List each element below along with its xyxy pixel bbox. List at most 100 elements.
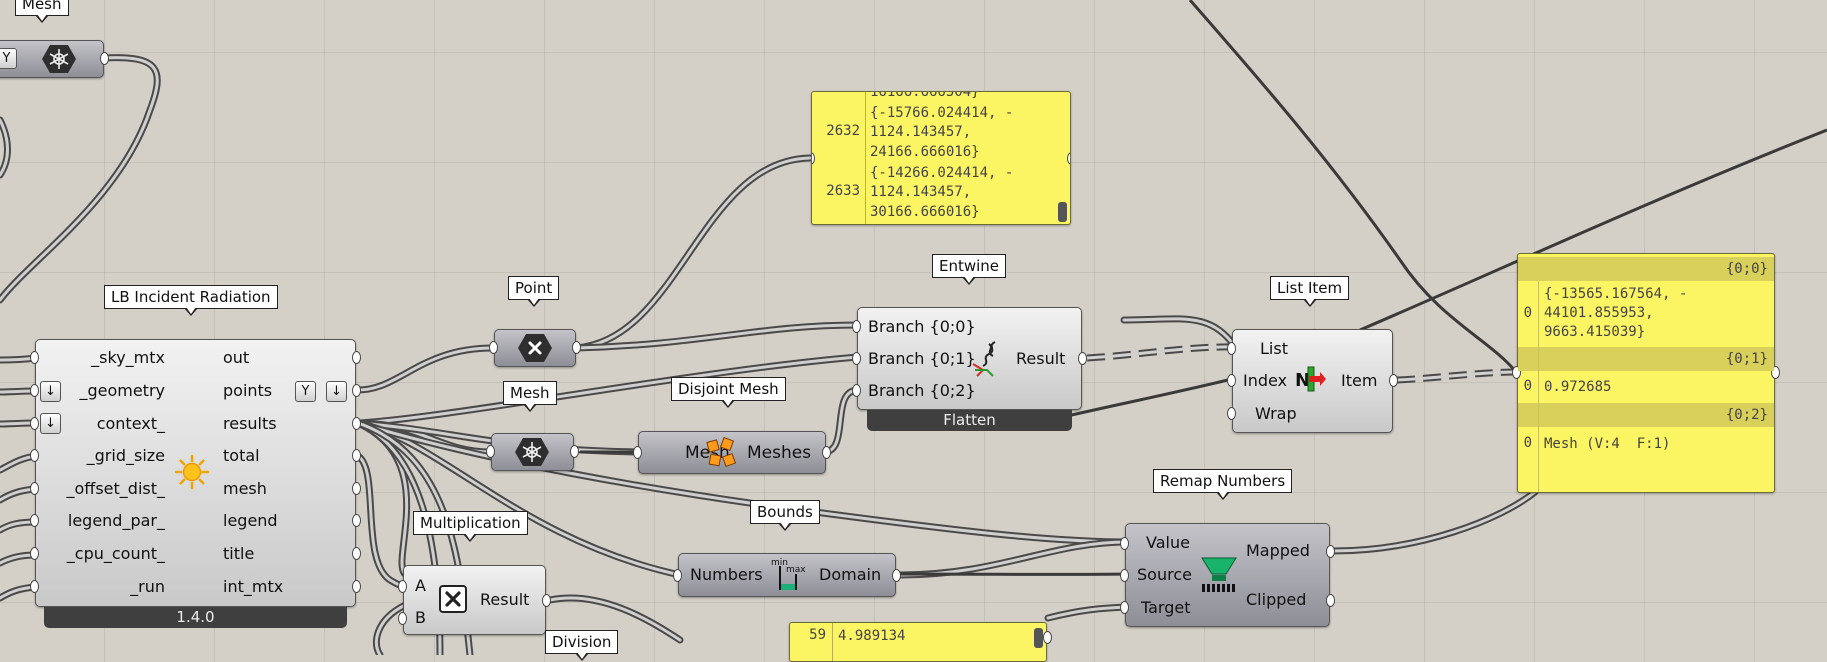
multiplication-output-grip[interactable] (542, 594, 551, 607)
multiplication-input-a[interactable]: A (415, 576, 426, 595)
panel-points-output[interactable]: 16166.666504} 2632 {-15766.024414, - 112… (811, 91, 1071, 225)
disjoint-output-meshes[interactable]: Meshes (747, 443, 812, 463)
entwine-input-branch-0[interactable]: Branch {0;0} (868, 317, 976, 336)
bounds-output-domain[interactable]: Domain (819, 565, 882, 584)
lb-input-geometry[interactable]: _geometry (79, 381, 165, 400)
entwine-component[interactable]: Branch {0;0} Branch {0;1} Branch {0;2} R… (852, 307, 1087, 410)
list-item-input-index[interactable]: Index (1243, 371, 1288, 390)
lb-input-offset-dist[interactable]: _offset_dist_ (66, 479, 165, 498)
lb-output-grip-3[interactable] (352, 449, 361, 462)
list-item-output-item[interactable]: Item (1341, 371, 1378, 390)
lb-input-run[interactable]: _run (130, 577, 165, 596)
point-component[interactable] (489, 329, 581, 367)
lb-input-sky-mtx[interactable]: _sky_mtx (91, 348, 165, 367)
entwine-input-grip-0[interactable] (852, 320, 861, 333)
entwine-output-result[interactable]: Result (1016, 349, 1066, 368)
remap-input-source[interactable]: Source (1137, 565, 1192, 584)
mesh-mid-output-grip[interactable] (570, 445, 579, 458)
mesh-top-component[interactable]: Y (0, 40, 109, 78)
panel-list-input-grip[interactable] (1512, 366, 1521, 379)
panel-values-output-grip[interactable] (1043, 631, 1052, 644)
lb-input-grip-4[interactable] (30, 482, 39, 495)
lb-output-grip-6[interactable] (352, 547, 361, 560)
entwine-input-branch-1[interactable]: Branch {0;1} (868, 349, 976, 368)
panel-list-output[interactable]: {0;0} 0 {-13565.167564, - 44101.855953, … (1512, 253, 1780, 493)
lb-output-out[interactable]: out (223, 348, 250, 367)
panel-points-output-grip[interactable] (1067, 152, 1070, 165)
point-output-grip[interactable] (572, 341, 581, 354)
lb-output-mesh[interactable]: mesh (223, 479, 267, 498)
multiplication-input-grip-b[interactable] (398, 612, 407, 625)
mesh-top-output-grip[interactable] (100, 52, 109, 65)
lb-input-grip-6[interactable] (30, 547, 39, 560)
lb-input-grid-size[interactable]: _grid_size (86, 446, 165, 465)
mesh-mid-component[interactable] (486, 433, 579, 471)
remap-output-grip-1[interactable] (1326, 594, 1335, 607)
lb-output-grip-2[interactable] (352, 417, 361, 430)
bounds-component[interactable]: Numbers min max Domain (673, 553, 901, 597)
lb-input-grip-2[interactable] (30, 417, 39, 430)
list-item-output-grip[interactable] (1389, 374, 1398, 387)
mesh-mid-input-grip[interactable] (486, 445, 495, 458)
remap-input-grip-1[interactable] (1120, 569, 1129, 582)
lb-input-context[interactable]: context_ (96, 414, 165, 433)
lb-output-results[interactable]: results (223, 414, 277, 433)
multiplication-input-b[interactable]: B (415, 608, 426, 627)
remap-output-mapped[interactable]: Mapped (1246, 541, 1310, 560)
flatten-icon[interactable]: ↓ (326, 381, 347, 402)
entwine-input-branch-2[interactable]: Branch {0;2} (868, 381, 976, 400)
lb-output-grip-0[interactable] (352, 351, 361, 364)
remap-numbers-component[interactable]: Value Source Target Mapped Clipped (1120, 523, 1335, 627)
panel-values-scrollbar[interactable] (1034, 628, 1043, 648)
lb-incident-radiation-component[interactable]: ↓ ↓ _sky_mtx _geometry context_ _grid_si… (30, 339, 361, 607)
list-item-component[interactable]: List Index Wrap N Item (1227, 329, 1398, 433)
remap-input-target[interactable]: Target (1141, 598, 1191, 617)
panel-points-scrollbar[interactable] (1058, 202, 1067, 222)
list-item-input-grip-0[interactable] (1227, 342, 1236, 355)
lb-input-legend-par[interactable]: legend_par_ (67, 511, 165, 530)
lb-output-grip-1[interactable] (352, 384, 361, 397)
bounds-input-numbers[interactable]: Numbers (690, 565, 763, 584)
multiplication-output-result[interactable]: Result (480, 590, 530, 609)
lb-output-int-mtx[interactable]: int_mtx (223, 577, 284, 596)
entwine-input-grip-1[interactable] (852, 352, 861, 365)
list-item-input-grip-1[interactable] (1227, 374, 1236, 387)
flatten-icon[interactable]: ↓ (40, 381, 61, 402)
panel-values-output[interactable]: 59 4.989134 (789, 622, 1052, 662)
lb-output-total[interactable]: total (223, 446, 260, 465)
lb-input-grip-3[interactable] (30, 449, 39, 462)
graft-icon[interactable]: Y (0, 48, 17, 69)
disjoint-output-grip[interactable] (822, 446, 831, 459)
lb-input-grip-1[interactable] (30, 384, 39, 397)
graft-icon[interactable]: Y (295, 381, 316, 402)
point-input-grip[interactable] (489, 341, 498, 354)
list-item-input-wrap[interactable]: Wrap (1255, 404, 1297, 423)
list-item-input-list[interactable]: List (1260, 339, 1288, 358)
lb-output-grip-4[interactable] (352, 482, 361, 495)
lb-input-grip-0[interactable] (30, 351, 39, 364)
remap-output-clipped[interactable]: Clipped (1246, 590, 1307, 609)
bounds-output-grip[interactable] (892, 569, 901, 582)
multiplication-component[interactable]: A B Result (398, 565, 551, 635)
panel-points-input-grip[interactable] (812, 152, 815, 165)
lb-output-points[interactable]: points (223, 381, 273, 400)
lb-output-title[interactable]: title (223, 544, 255, 563)
lb-input-grip-5[interactable] (30, 514, 39, 527)
remap-input-grip-2[interactable] (1120, 601, 1129, 614)
panel-list-output-grip[interactable] (1771, 366, 1780, 379)
flatten-icon[interactable]: ↓ (40, 413, 61, 434)
remap-output-grip-0[interactable] (1326, 545, 1335, 558)
lb-output-legend[interactable]: legend (223, 511, 278, 530)
lb-output-grip-5[interactable] (352, 514, 361, 527)
lb-input-cpu-count[interactable]: _cpu_count_ (66, 544, 165, 563)
entwine-input-grip-2[interactable] (852, 384, 861, 397)
multiplication-input-grip-a[interactable] (398, 580, 407, 593)
remap-input-value[interactable]: Value (1146, 533, 1190, 552)
disjoint-input-grip[interactable] (633, 446, 642, 459)
list-item-input-grip-2[interactable] (1227, 407, 1236, 420)
lb-input-grip-7[interactable] (30, 580, 39, 593)
entwine-output-grip[interactable] (1078, 352, 1087, 365)
remap-input-grip-0[interactable] (1120, 537, 1129, 550)
bounds-input-grip[interactable] (673, 569, 682, 582)
disjoint-mesh-component[interactable]: Mesh Mesh Meshes (633, 431, 831, 474)
